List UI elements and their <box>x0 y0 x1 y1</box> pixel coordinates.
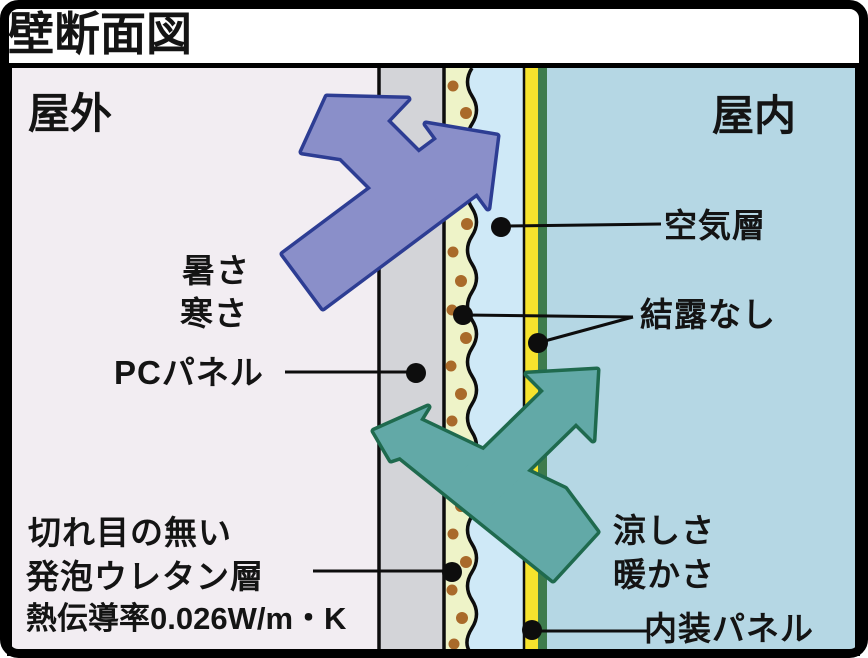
leader-lines <box>285 222 662 633</box>
callout-dots <box>406 217 548 640</box>
label-pc-panel: PCパネル <box>114 354 264 391</box>
region-indoor <box>547 68 856 652</box>
label-urethane-line1: 切れ目の無い <box>28 514 232 551</box>
label-cold: 寒さ <box>180 295 248 332</box>
label-no-condensation: 結露なし <box>640 296 776 333</box>
callout-dot-air-layer <box>491 217 511 237</box>
callout-dot-urethane <box>442 562 462 582</box>
callout-dot-no-condensation-2 <box>528 333 548 353</box>
cool-warm-arrow <box>370 366 601 584</box>
heat-cold-arrow <box>279 93 501 312</box>
callout-dot-pc-panel <box>406 363 426 383</box>
label-urethane-line3: 熱伝導率0.026W/m・K <box>26 601 347 636</box>
region-outdoor <box>12 68 380 652</box>
callout-dot-no-condensation-1 <box>453 305 473 325</box>
cool-warm-reflected-arrow <box>454 370 597 511</box>
label-heat: 暑さ <box>182 252 250 289</box>
label-coolness: 涼しさ <box>613 512 715 549</box>
label-warmth: 暖かさ <box>613 556 715 593</box>
label-urethane-line2: 発泡ウレタン層 <box>26 558 264 595</box>
callout-dot-interior-panel <box>522 620 542 640</box>
label-indoor: 屋内 <box>712 92 796 139</box>
page-title: 壁断面図 <box>8 8 192 60</box>
label-air-layer: 空気層 <box>664 207 766 244</box>
leader-line-air-layer <box>505 222 662 228</box>
leader-line-no-condensation-1 <box>465 313 634 319</box>
leader-line-no-condensation-2 <box>540 315 634 344</box>
label-outdoor: 屋外 <box>28 90 112 137</box>
heat-cold-incoming-arrow <box>283 124 497 308</box>
region-interior-panel-green <box>538 68 547 652</box>
label-interior-panel: 内装パネル <box>644 610 814 647</box>
heat-cold-reflected-arrow <box>302 97 452 223</box>
